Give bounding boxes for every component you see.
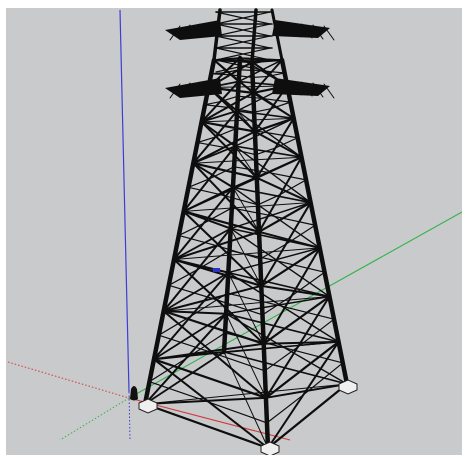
- selected-vertex: [213, 268, 220, 272]
